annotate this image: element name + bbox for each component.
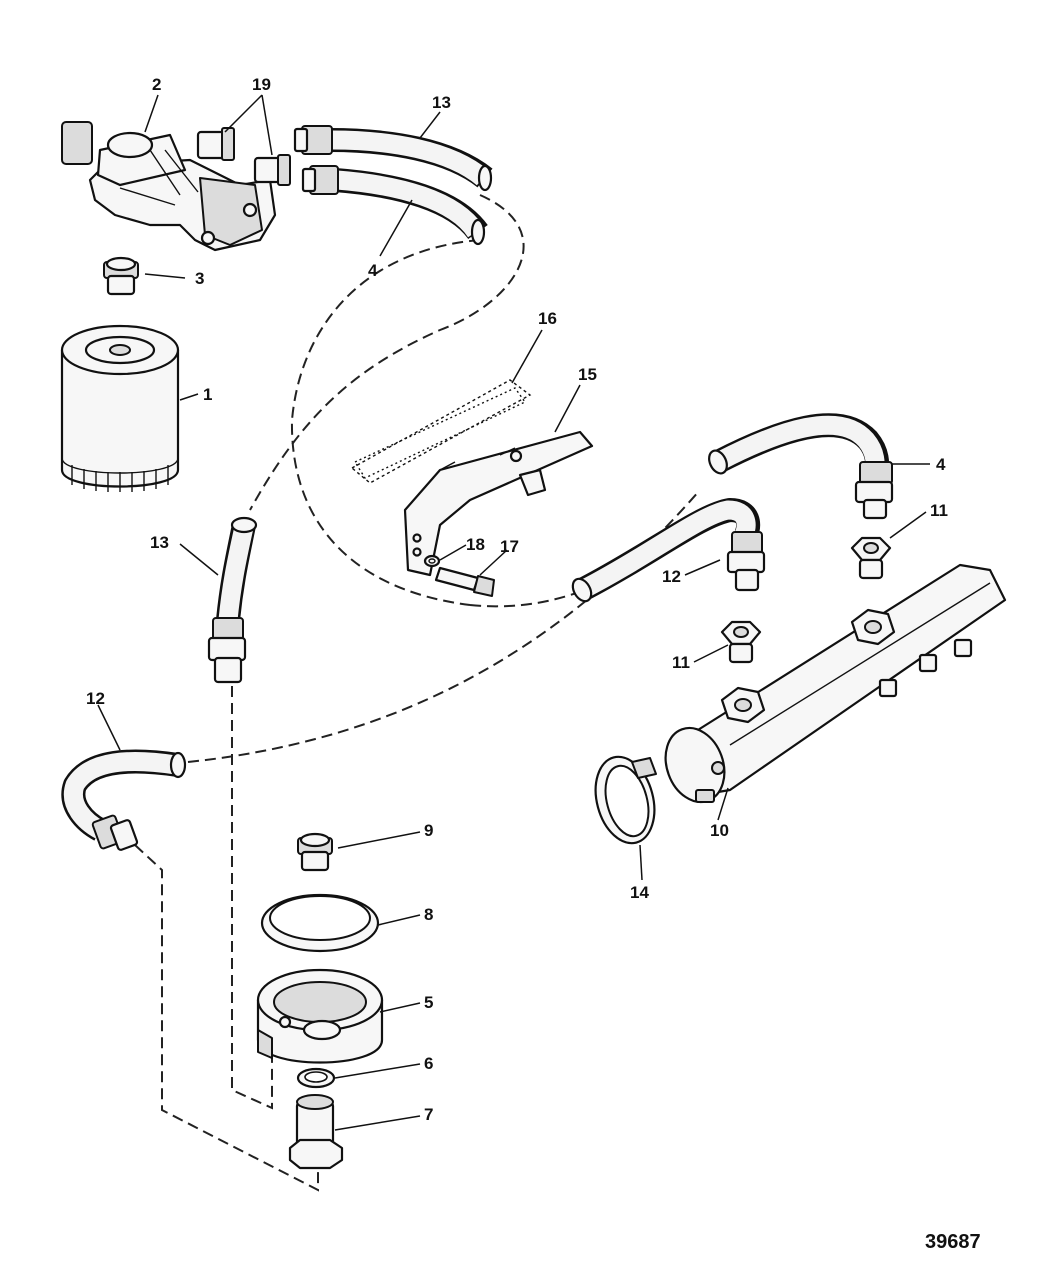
hose-right-upper — [708, 413, 894, 520]
callout-14: 14 — [630, 883, 649, 902]
callout-6: 6 — [424, 1054, 433, 1073]
callout-9: 9 — [424, 821, 433, 840]
nut-lower — [720, 620, 762, 664]
routing-lines — [134, 194, 701, 1192]
leader-lines — [97, 94, 930, 1131]
callout-12-middle: 12 — [662, 567, 681, 586]
callout-3: 3 — [195, 269, 204, 288]
mounting-bracket — [403, 430, 594, 577]
callout-16: 16 — [538, 309, 557, 328]
washer-small — [423, 554, 441, 568]
hose-lower-vertical — [207, 516, 258, 684]
hose-middle — [571, 498, 766, 603]
callout-7: 7 — [424, 1105, 433, 1124]
callout-12-lower: 12 — [86, 689, 105, 708]
callout-2: 2 — [152, 75, 161, 94]
fitting-pair — [196, 127, 291, 186]
decal — [353, 387, 527, 479]
callout-19: 19 — [252, 75, 271, 94]
callout-5: 5 — [424, 993, 433, 1012]
figure-number: 39687 — [925, 1231, 981, 1253]
callout-11-upper: 11 — [930, 501, 948, 520]
hose-clamp — [594, 755, 657, 845]
bolt — [434, 566, 495, 597]
adapter-plug-lower — [297, 832, 333, 872]
callout-4-upper: 4 — [368, 261, 378, 280]
callout-18: 18 — [466, 535, 485, 554]
nut-upper — [850, 536, 892, 580]
oil-manifold — [664, 563, 1007, 804]
callout-labels: 2 19 13 4 3 1 16 15 4 11 13 18 17 12 11 … — [86, 75, 948, 1124]
callout-13-lower: 13 — [150, 533, 169, 552]
o-ring — [296, 1067, 336, 1089]
callout-4-right: 4 — [936, 455, 946, 474]
filter-base — [256, 968, 384, 1064]
filter-adapter-bracket — [61, 121, 277, 252]
callout-11-lower: 11 — [672, 653, 690, 672]
callout-17: 17 — [500, 537, 519, 556]
upper-hoses — [293, 125, 493, 246]
callout-8: 8 — [424, 905, 433, 924]
adapter-plug — [103, 256, 139, 296]
oil-filter — [60, 324, 180, 492]
callout-13-upper: 13 — [432, 93, 451, 112]
callout-10: 10 — [710, 821, 729, 840]
hose-lower-left — [61, 749, 187, 851]
connector — [288, 1094, 344, 1170]
callout-1: 1 — [203, 385, 212, 404]
gasket-ring — [260, 893, 380, 953]
callout-15: 15 — [578, 365, 597, 384]
